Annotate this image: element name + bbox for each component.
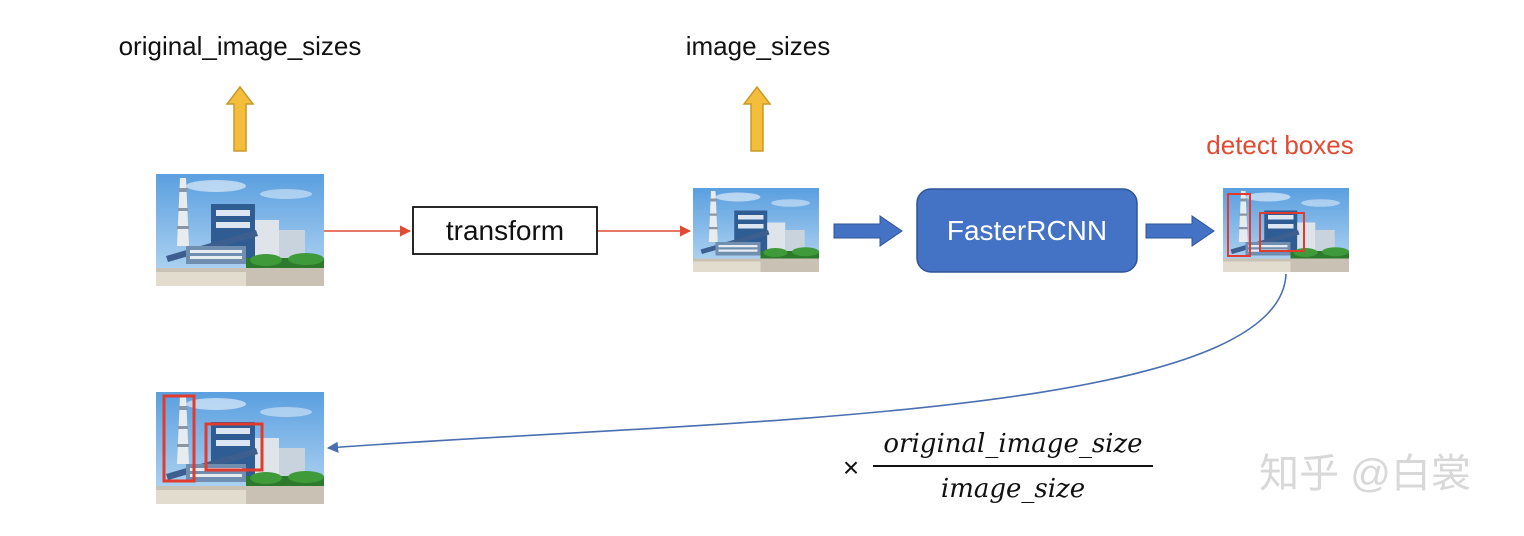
transform-label: transform <box>446 215 564 246</box>
formula-numerator: original_image_size <box>883 429 1142 459</box>
final-box <box>162 394 196 483</box>
transform-box: transform <box>412 206 598 255</box>
multiply-sign: × <box>843 452 859 483</box>
detect-boxes-label: detect boxes <box>1206 130 1353 160</box>
up-arrow-icon <box>742 85 772 152</box>
detect-box <box>1259 212 1305 252</box>
formula-denominator: image_size <box>941 474 1085 504</box>
original-image <box>156 174 324 286</box>
faster-rcnn-label: FasterRCNN <box>947 215 1107 246</box>
final-image <box>156 392 324 504</box>
final-box <box>204 422 264 472</box>
blue-block-arrow-icon <box>833 215 903 247</box>
up-arrow-icon <box>225 85 255 152</box>
scale-formula: × original_image_size image_size <box>843 429 1153 504</box>
curved-return-arrow <box>326 273 1287 453</box>
watermark: 知乎 @白裳 <box>1259 452 1471 496</box>
detected-image <box>1223 188 1349 272</box>
detect-box <box>1227 193 1251 257</box>
faster-rcnn-box: FasterRCNN <box>916 188 1138 273</box>
resized-image <box>693 188 819 272</box>
image-sizes-label: image_sizes <box>686 31 831 61</box>
blue-block-arrow-icon <box>1145 215 1215 247</box>
original-image-sizes-label: original_image_sizes <box>119 31 362 61</box>
